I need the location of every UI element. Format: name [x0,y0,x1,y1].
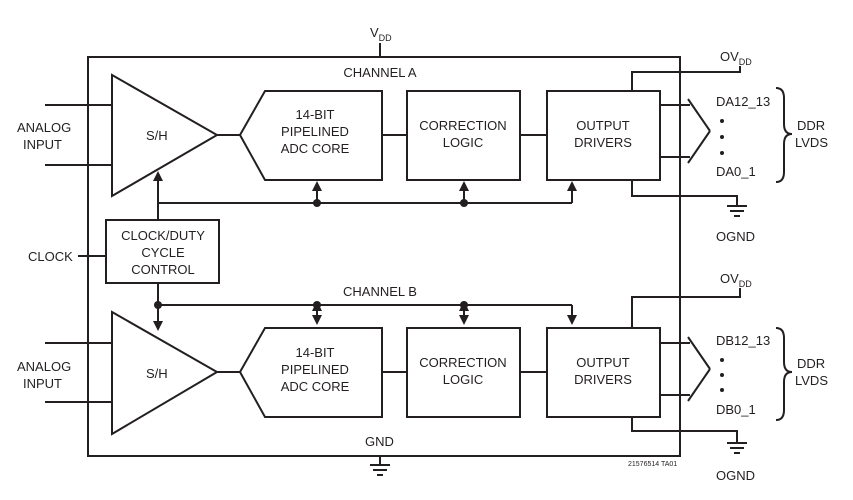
svg-text:INPUT: INPUT [23,137,62,152]
svg-text:ADC CORE: ADC CORE [281,379,350,394]
svg-text:CORRECTION: CORRECTION [419,355,506,370]
channel-a-sample-hold [111,73,220,198]
channel-b-ognd-symbol [727,442,747,454]
channel-a-brace [775,87,793,183]
svg-text:CONTROL: CONTROL [131,262,195,277]
channel-b-correction-logic [406,327,521,418]
channel-b-ognd-label: OGND [716,468,755,483]
channel-b-bus-bottom: DB0_1 [716,402,756,417]
channel-b-output-bus-arrow [660,336,711,402]
clock-duty-cycle-control [105,219,220,284]
svg-text:PIPELINED: PIPELINED [281,124,349,139]
svg-text:ADC CORE: ADC CORE [281,141,350,156]
svg-text:LVDS: LVDS [795,135,828,150]
channel-a-input-label: ANALOG [17,120,71,135]
channel-a-ovdd-label: OVDD [720,49,752,67]
channel-a-ognd-symbol [727,205,747,217]
channel-b-title: CHANNEL B [343,284,417,299]
channel-a-output-bus-arrow [660,98,711,164]
channel-b-ovdd-label: OVDD [720,271,752,289]
svg-text:DRIVERS: DRIVERS [574,372,632,387]
channel-b-input-label: ANALOG [17,359,71,374]
gnd-label: GND [365,434,394,449]
channel-a-output-drivers [546,90,661,181]
svg-text:INPUT: INPUT [23,376,62,391]
channel-a-ognd-label: OGND [716,229,755,244]
figure-id: 21576514 TA01 [628,461,677,468]
svg-text:OUTPUT: OUTPUT [576,355,630,370]
channel-b-sample-hold [111,310,219,436]
svg-text:CLOCK/DUTY: CLOCK/DUTY [121,228,205,243]
channel-a-title: CHANNEL A [343,65,417,80]
svg-text:CORRECTION: CORRECTION [419,118,506,133]
svg-text:CYCLE: CYCLE [141,245,185,260]
channel-a-correction-logic [406,90,521,181]
svg-text:S/H: S/H [146,128,168,143]
svg-text:OUTPUT: OUTPUT [576,118,630,133]
svg-text:PIPELINED: PIPELINED [281,362,349,377]
svg-text:LOGIC: LOGIC [443,135,483,150]
channel-a-ddr-label: DDR [797,118,825,133]
vdd-label: VDD [370,25,392,43]
svg-text:DRIVERS: DRIVERS [574,135,632,150]
channel-b-bus-top: DB12_13 [716,333,770,348]
channel-b-ddr-label: DDR [797,356,825,371]
channel-b-output-drivers [546,327,661,418]
gnd-symbol [370,456,390,476]
channel-a-bus-top: DA12_13 [716,94,770,109]
clock-pin-label: CLOCK [28,249,73,264]
channel-b-brace [775,327,793,421]
svg-text:LOGIC: LOGIC [443,372,483,387]
svg-text:14-BIT: 14-BIT [295,345,334,360]
svg-text:LVDS: LVDS [795,373,828,388]
svg-text:S/H: S/H [146,366,168,381]
channel-a-bus-bottom: DA0_1 [716,164,756,179]
svg-text:14-BIT: 14-BIT [295,107,334,122]
